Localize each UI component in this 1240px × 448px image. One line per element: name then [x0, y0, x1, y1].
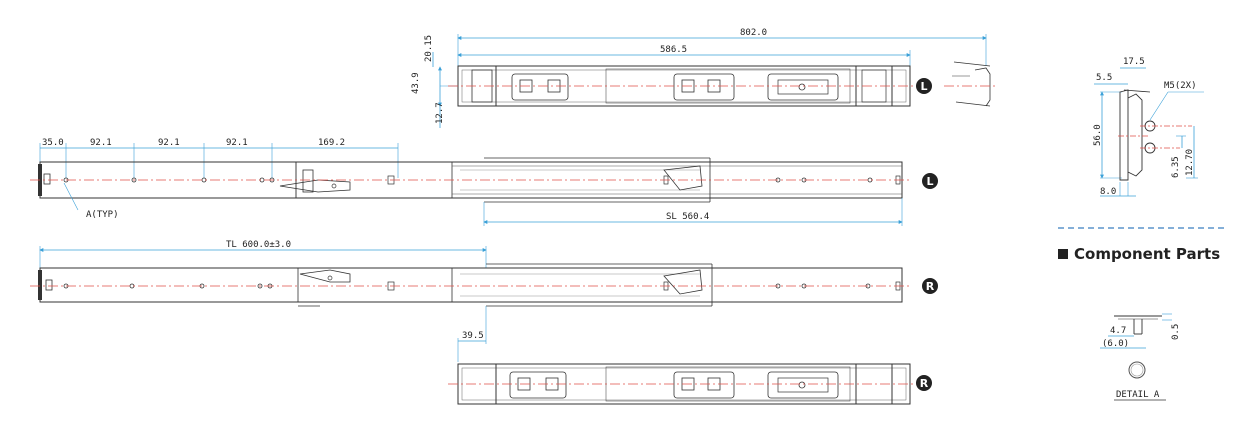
- component-parts-heading: Component Parts: [1074, 245, 1220, 263]
- dim-bottom-offset: 12.7: [435, 102, 445, 124]
- left-rail-view: 35.0 92.1 92.1 92.1 169.2: [30, 138, 938, 226]
- component-parts: Component Parts 4.7 (6.0) 0.5 DETAIL A: [1058, 245, 1220, 401]
- top-view: 802.0 586.5 20.15 43.9 12.7: [411, 28, 996, 128]
- dim-last-hole: 169.2: [318, 138, 345, 148]
- dim-first-hole: 35.0: [42, 138, 64, 148]
- dim-section-top: 17.5: [1123, 57, 1145, 67]
- dim-section-left: 5.5: [1096, 73, 1112, 83]
- dim-rail-height: 43.9: [411, 72, 421, 94]
- bottom-view-badge: [916, 375, 932, 391]
- dim-overall-length: 802.0: [740, 28, 767, 38]
- dim-front-offset: 39.5: [462, 331, 484, 341]
- bottom-view: 39.5 R: [448, 306, 932, 405]
- dim-top-offset: 20.15: [424, 35, 434, 62]
- dim-screw-gap: 6.35: [1171, 156, 1181, 178]
- dim-part-total: (6.0): [1102, 339, 1129, 349]
- bottom-view-badge-label: R: [920, 377, 929, 390]
- right-rail-badge-label: R: [926, 280, 935, 293]
- dim-part-width: 4.7: [1110, 326, 1126, 336]
- left-rail-badge: [922, 173, 938, 189]
- section-view: 17.5 5.5 M5(2X) 56.0 6.35 12.70 8.0: [1093, 57, 1204, 197]
- dim-section-base: 8.0: [1100, 187, 1116, 197]
- dim-slide-length: SL 560.4: [666, 212, 709, 222]
- detail-a-label: DETAIL A: [1116, 390, 1160, 400]
- dim-part-thickness: 0.5: [1171, 324, 1181, 340]
- dim-section-height: 56.0: [1093, 124, 1103, 146]
- dim-total-length: TL 600.0±3.0: [226, 240, 291, 250]
- left-rail-badge-label: L: [926, 175, 933, 188]
- screw-callout: M5(2X): [1164, 81, 1197, 91]
- dim-inner-length: 586.5: [660, 45, 687, 55]
- dim-hole-pitch-1: 92.1: [90, 138, 112, 148]
- dim-hole-pitch-2: 92.1: [158, 138, 180, 148]
- dim-screw-span: 12.70: [1185, 149, 1195, 176]
- heading-square-icon: [1058, 249, 1068, 259]
- right-rail-badge: [922, 278, 938, 294]
- left-side-badge-label: L: [920, 80, 927, 93]
- dim-hole-pitch-3: 92.1: [226, 138, 248, 148]
- right-rail-view: TL 600.0±3.0 R: [30, 240, 938, 307]
- hole-callout: A(TYP): [86, 210, 119, 220]
- left-side-badge: [916, 78, 932, 94]
